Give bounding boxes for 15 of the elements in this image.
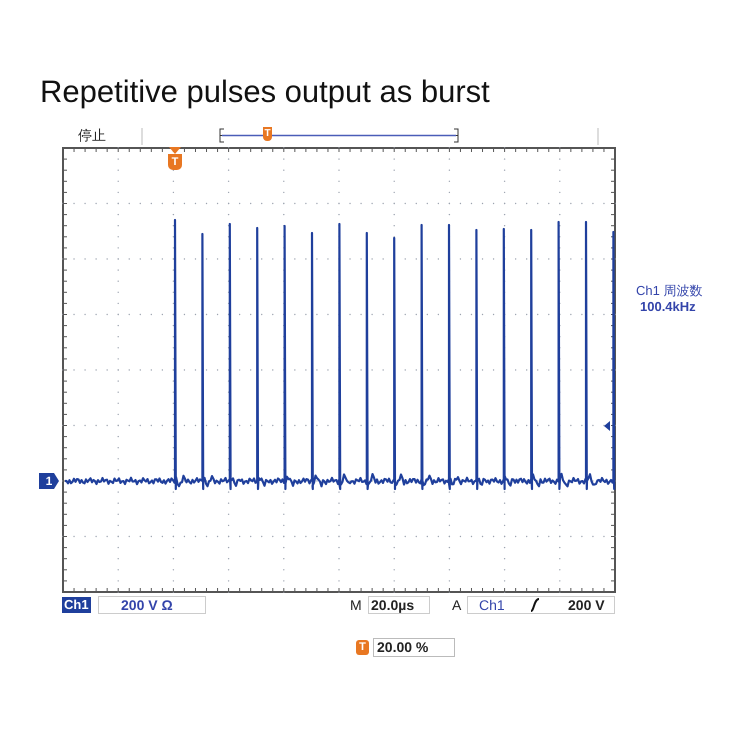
trigger-position-marker: T bbox=[263, 127, 272, 141]
trigger-position-readout: 20.00 % bbox=[373, 638, 455, 657]
trigger-source-readout: Ch1 bbox=[479, 597, 505, 613]
vertical-scale-readout: 200 V Ω bbox=[98, 596, 206, 614]
frequency-readout: Ch1 周波数 bbox=[636, 283, 702, 299]
timebase-label: M bbox=[350, 597, 362, 613]
channel-ground-marker: 1 bbox=[39, 473, 59, 489]
timebase-readout: 20.0µs bbox=[368, 596, 430, 614]
status-label: 停止 bbox=[78, 127, 106, 145]
trigger-position-icon: T bbox=[356, 640, 369, 655]
channel-badge: Ch1 bbox=[62, 597, 91, 613]
trigger-mode-label: A bbox=[452, 597, 462, 613]
trigger-level-readout: 200 V bbox=[568, 597, 605, 613]
frequency-value: 100.4kHz bbox=[640, 299, 696, 315]
title: Repetitive pulses output as burst bbox=[40, 74, 490, 110]
